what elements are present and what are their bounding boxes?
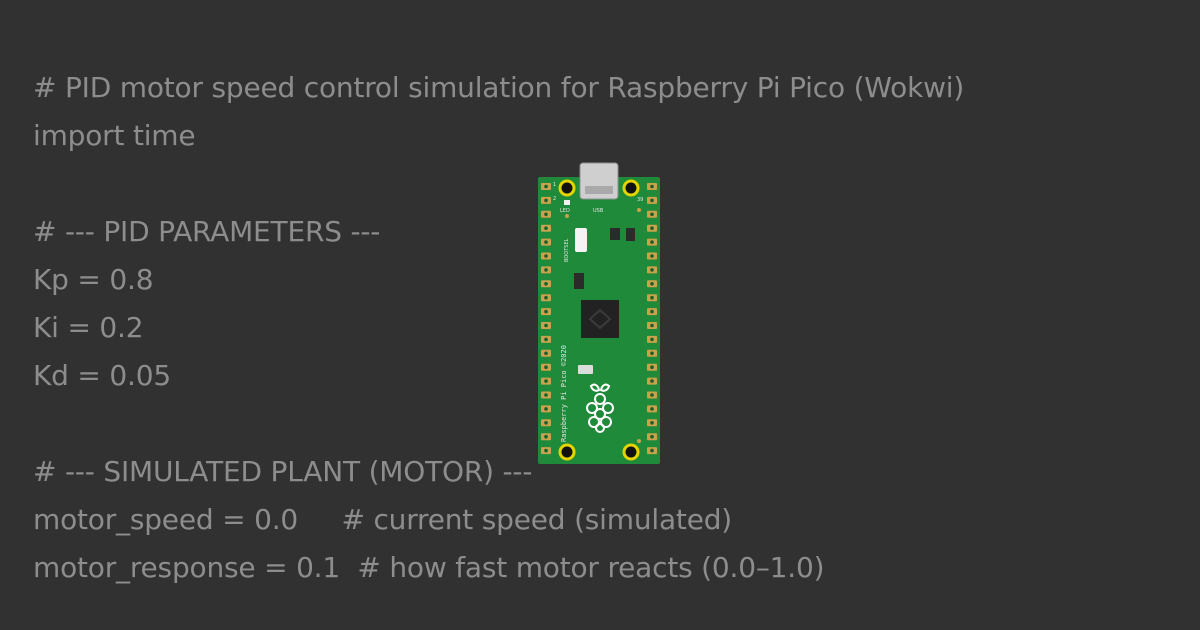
debug-pad <box>578 365 593 374</box>
pin-hole <box>544 323 548 328</box>
pin-hole <box>544 254 548 258</box>
usb-port <box>585 186 613 194</box>
pin-hole <box>544 240 548 244</box>
pin-hole <box>650 393 654 397</box>
code-line-6: Ki = 0.2 <box>33 311 144 344</box>
pin-label: 1 <box>553 182 556 188</box>
crystal-chip <box>574 273 584 289</box>
pin-hole <box>650 448 654 453</box>
bootsel-label: BOOTSEL <box>564 238 570 262</box>
pin-hole <box>544 351 548 356</box>
pin-hole <box>544 282 548 286</box>
led-icon <box>564 200 570 205</box>
pin-hole <box>650 295 654 300</box>
pin-hole <box>650 282 654 286</box>
code-line-7: Kd = 0.05 <box>33 359 171 392</box>
pin-hole <box>544 434 548 439</box>
test-point <box>565 214 569 218</box>
pin-label: 2 <box>553 196 556 202</box>
pin-hole <box>650 337 654 342</box>
mount-hole-icon <box>622 179 640 197</box>
pin-hole <box>544 421 548 425</box>
code-line-4: # --- PID PARAMETERS --- <box>33 215 381 248</box>
pin-hole <box>650 379 654 383</box>
pin-hole <box>544 337 548 342</box>
mount-hole-icon <box>558 179 576 197</box>
test-point <box>637 208 641 212</box>
pin-hole <box>544 295 548 300</box>
rp2040-logo-icon <box>588 308 612 330</box>
code-line-9: # --- SIMULATED PLANT (MOTOR) --- <box>33 455 533 488</box>
pin-hole <box>650 240 654 244</box>
pin-hole <box>544 198 548 203</box>
flash-chip <box>626 228 635 241</box>
right-pin-row <box>647 183 657 455</box>
pin-hole <box>544 379 548 383</box>
rp2040-chip <box>581 300 619 338</box>
pin-hole <box>650 309 654 314</box>
raspberry-logo-icon <box>586 383 614 433</box>
pin-hole <box>650 226 654 230</box>
bootsel-button[interactable] <box>575 228 587 252</box>
led-label: LED <box>560 208 570 214</box>
pin-hole <box>544 365 548 369</box>
pin-hole <box>544 268 548 272</box>
code-line-11: motor_response = 0.1 # how fast motor re… <box>33 551 825 584</box>
pin-hole <box>544 309 548 314</box>
pin-hole <box>650 323 654 328</box>
pin-hole <box>544 184 548 189</box>
mount-hole-icon <box>622 443 640 461</box>
regulator-chip <box>610 228 620 240</box>
pin-hole <box>544 226 548 230</box>
pin-label: 39 <box>637 197 643 203</box>
pin-hole <box>650 365 654 369</box>
pin-hole <box>650 212 654 217</box>
pin-hole <box>650 421 654 425</box>
left-pin-row <box>541 183 551 455</box>
pin-hole <box>544 407 548 411</box>
pin-hole <box>650 198 654 203</box>
pin-hole <box>650 254 654 258</box>
pin-hole <box>650 268 654 272</box>
code-line-1: # PID motor speed control simulation for… <box>33 71 965 104</box>
test-point <box>637 439 641 443</box>
pin-hole <box>650 351 654 356</box>
pin-hole <box>650 407 654 411</box>
raspberry-pi-pico-board[interactable]: 1 2 39 LED USB BOOTSEL Raspberry Pi Pico… <box>538 160 662 466</box>
pin-hole <box>544 393 548 397</box>
usb-label: USB <box>593 208 604 214</box>
pin-hole <box>544 212 548 217</box>
code-line-10: motor_speed = 0.0 # current speed (simul… <box>33 503 733 536</box>
code-line-2: import time <box>33 119 196 152</box>
mount-hole-icon <box>558 443 576 461</box>
pin-hole <box>650 184 654 189</box>
code-line-5: Kp = 0.8 <box>33 263 154 296</box>
pin-hole <box>650 434 654 439</box>
brand-text: Raspberry Pi Pico ©2020 <box>560 345 568 442</box>
pin-hole <box>544 448 548 453</box>
